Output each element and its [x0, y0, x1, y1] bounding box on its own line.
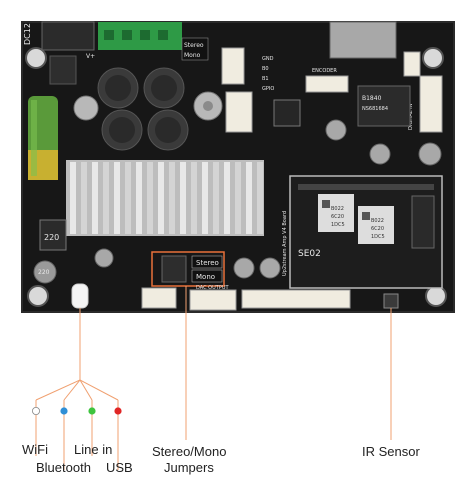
terminal-stereo-label: Stereo [184, 42, 204, 49]
gpio-label: GPIO [262, 86, 274, 92]
heatsink-fin [257, 162, 263, 234]
heatsink-fin [224, 162, 230, 234]
module-code-1b: B022 [371, 218, 384, 224]
usb-label: USB [106, 460, 133, 475]
jumpers-label-line2: Jumpers [164, 460, 214, 475]
inductors [97, 67, 189, 151]
main-chip [357, 85, 411, 127]
module-code-3a: 1DC5 [331, 222, 345, 228]
status-led [71, 283, 89, 309]
module-code-3b: 1DC5 [371, 234, 385, 240]
digital-in-label: DIGITAL IN [408, 103, 414, 130]
module-code-2b: 6C20 [371, 226, 384, 232]
jumper-stereo-label: Stereo [196, 259, 219, 267]
heatsink-fin [246, 162, 252, 234]
inductor-220 [39, 219, 67, 251]
heatsink [66, 160, 264, 236]
mounting-hole [27, 285, 49, 307]
inductor-220-label: 220 [44, 233, 59, 242]
bluetooth-indicator-dot [60, 407, 68, 415]
dsp-chip [273, 99, 301, 127]
heatsink-fin [158, 162, 164, 234]
ir-sensor-label: IR Sensor [362, 444, 420, 459]
dc-jack [41, 21, 95, 51]
main-header-connector [241, 289, 351, 309]
mounting-hole [25, 47, 47, 69]
wifi-label: WiFi [22, 442, 48, 457]
heatsink-fin [213, 162, 219, 234]
mounting-hole [425, 285, 447, 307]
module-code-1a: B022 [331, 206, 344, 212]
heatsink-fin [180, 162, 186, 234]
heatsink-fin [136, 162, 142, 234]
connector-4pin [141, 287, 177, 309]
capacitor-220 [33, 260, 57, 284]
module-label: SE02 [298, 249, 321, 259]
jumper-mono-label: Mono [196, 273, 215, 281]
heatsink-fin [92, 162, 98, 234]
ir-sensor-component [383, 293, 399, 309]
heatsink-fin [169, 162, 175, 234]
wifi-indicator-dot [32, 406, 41, 415]
jumper-block [161, 255, 187, 283]
heatsink-fin [81, 162, 87, 234]
dc-code-label: DC12 [23, 23, 32, 45]
heatsink-fin [235, 162, 241, 234]
heatsink-fin [125, 162, 131, 234]
gnd-label: GND [262, 56, 274, 62]
chip-code-label: B1840 [362, 95, 382, 102]
board-name-label: Up2stream Amp V4 Board [282, 211, 288, 276]
chip-part-label: NS681684 [362, 106, 388, 112]
connector-side-2 [225, 91, 253, 133]
heatsink-fin [114, 162, 120, 234]
heatsink-fin [147, 162, 153, 234]
jumper-highlight [151, 251, 225, 287]
heatsink-fin [70, 162, 76, 234]
capacitor-220-label: 220 [38, 269, 50, 276]
heatsink-fin [202, 162, 208, 234]
encoder-label: ENCODER [312, 68, 337, 74]
heatsink-fin [191, 162, 197, 234]
module-code-2a: 6C20 [331, 214, 344, 220]
connector-side [221, 47, 245, 85]
jumpers-label-line1: Stereo/Mono [152, 444, 227, 459]
ethernet-shield [329, 21, 397, 59]
usb-indicator-dot [114, 407, 122, 415]
heatsink-fin [103, 162, 109, 234]
capacitor [73, 95, 99, 121]
b0-label: B0 [262, 66, 269, 72]
digital-in-connector [419, 75, 443, 133]
mounting-hole [422, 47, 444, 69]
terminal-mono-label: Mono [184, 52, 201, 59]
line-in-label: Line in [74, 442, 113, 457]
b1-label: B1 [262, 76, 269, 82]
bluetooth-label: Bluetooth [36, 460, 91, 475]
dac-output-connector [189, 289, 237, 311]
dac-output-label: DAC OUTPUT [196, 285, 229, 291]
line-in-indicator-dot [88, 407, 96, 415]
encoder-connector [305, 75, 349, 93]
vplus-label: V+ [86, 53, 95, 60]
